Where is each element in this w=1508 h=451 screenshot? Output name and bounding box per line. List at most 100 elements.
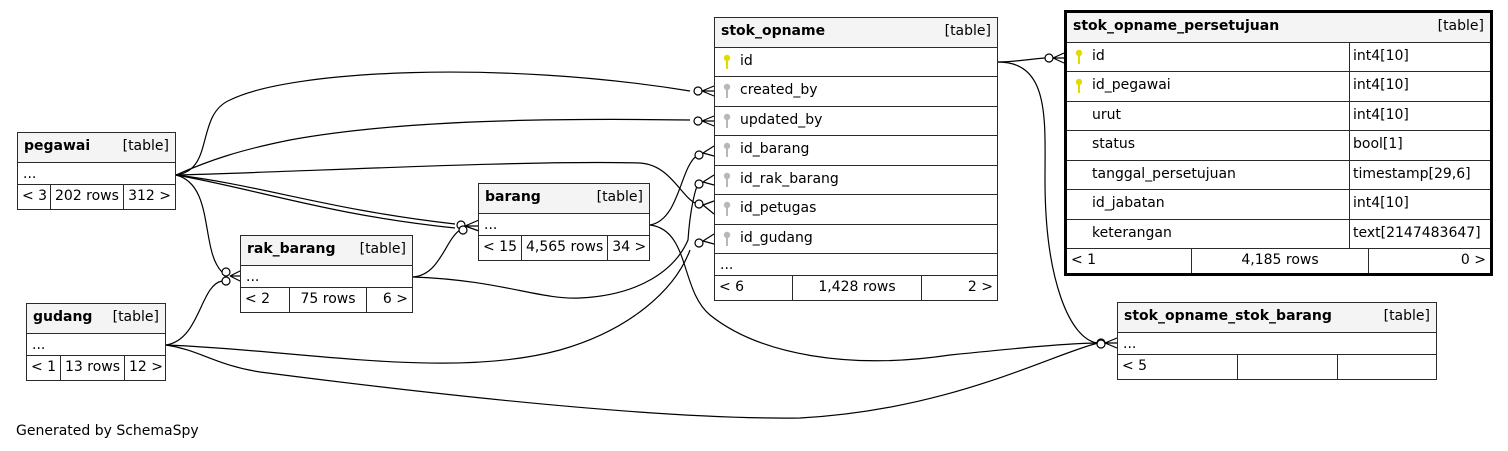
edge-barang-id_barang [649,154,699,226]
table-kind: [table] [122,138,169,154]
column-type: int4[10] [1349,190,1409,219]
generated-by-label: Generated by SchemaSpy [16,423,199,439]
column-row[interactable]: keterangan text[2147483647] [1067,219,1490,249]
column-row[interactable]: id_petugas [715,195,997,225]
column-name: id_pegawai [1092,77,1171,93]
foreign-key-icon [723,231,731,246]
column-name: id_rak_barang [740,170,839,187]
column-type: int4[10] [1349,42,1409,71]
table-kind: [table] [112,309,159,325]
children-count[interactable]: 2 > [921,276,997,300]
table-header: pegawai [table] [18,133,175,163]
column-type: bool[1] [1349,131,1403,160]
row-count: 202 rows [50,184,123,209]
parents-count[interactable]: < 1 [31,358,57,375]
more-columns[interactable]: ... [241,266,412,288]
column-name: id_petugas [740,200,817,216]
children-count[interactable] [1337,354,1436,379]
column-row[interactable]: id [715,48,997,77]
parents-count[interactable]: < 6 [719,279,745,295]
row-count: 75 rows [289,287,366,312]
children-count[interactable]: 6 > [366,287,412,312]
table-stok_opname[interactable]: stok_opname [table] id created_by update… [714,17,998,301]
children-count[interactable]: 34 > [607,235,650,260]
table-footer: < 3 202 rows 312 > [18,184,175,209]
row-count: 4,185 rows [1191,249,1368,273]
column-name: id [1092,47,1105,64]
children-count[interactable]: 12 > [124,355,167,380]
more-columns[interactable]: ... [18,163,175,185]
row-count: 13 rows [60,355,124,380]
more-columns[interactable]: ... [715,254,997,276]
column-row[interactable]: created_by [715,77,997,107]
edge-pegawai-rak_barang [175,174,223,273]
table-name: stok_opname [721,23,826,39]
table-footer: < 5 [1118,354,1436,379]
column-name: status [1092,136,1136,152]
column-name: keterangan [1092,224,1172,241]
foreign-key-icon [723,113,731,128]
foreign-key-icon [723,142,731,157]
table-barang[interactable]: barang [table] ... < 15 4,565 rows 34 > [478,183,650,261]
column-row[interactable]: id_jabatan int4[10] [1067,190,1490,220]
table-stok_opname_stok_barang[interactable]: stok_opname_stok_barang [table] ... < 5 [1117,302,1437,380]
table-kind: [table] [359,241,406,257]
children-count[interactable]: 312 > [123,184,175,209]
table-footer: < 6 1,428 rows 2 > [715,276,997,300]
table-rak_barang[interactable]: rak_barang [table] ... < 2 75 rows 6 > [240,235,413,313]
parents-count[interactable]: < 2 [245,290,271,307]
primary-key-icon [1075,78,1083,93]
row-count: 4,565 rows [521,235,607,260]
table-header: stok_opname_stok_barang [table] [1118,303,1436,333]
column-row[interactable]: id_rak_barang [715,166,997,195]
parents-count[interactable]: < 1 [1071,252,1097,268]
foreign-key-icon [723,201,731,216]
column-row[interactable]: status bool[1] [1067,131,1490,161]
column-row[interactable]: id_barang [715,136,997,166]
primary-key-icon [723,54,731,69]
edge-pegawai-updated_by [175,118,691,176]
table-name: gudang [33,309,93,325]
column-row[interactable]: id_gudang [715,225,997,254]
children-count[interactable]: 0 > [1368,249,1490,273]
column-name: updated_by [740,111,823,128]
table-name: barang [485,189,541,205]
parents-count[interactable]: < 15 [483,238,517,255]
column-name: id_jabatan [1092,195,1165,211]
table-pegawai[interactable]: pegawai [table] ... < 3 202 rows 312 > [17,132,176,210]
foreign-key-icon [723,172,731,187]
edge-gudang-rak_barang [165,280,223,346]
column-type: timestamp[29,6] [1349,160,1471,189]
table-name: rak_barang [247,241,336,257]
more-columns[interactable]: ... [1118,333,1436,355]
table-gudang[interactable]: gudang [table] ... < 1 13 rows 12 > [26,303,166,381]
more-columns[interactable]: ... [27,334,165,356]
column-name: id_gudang [740,229,813,246]
edge-rak_barang-barang [412,229,461,278]
row-count [1237,354,1337,379]
more-columns[interactable]: ... [479,214,649,236]
table-name: pegawai [24,138,91,154]
table-footer: < 15 4,565 rows 34 > [479,235,650,260]
parents-count[interactable]: < 5 [1122,357,1148,374]
column-name: tanggal_persetujuan [1092,165,1236,182]
table-stok_opname_persetujuan[interactable]: stok_opname_persetujuan [table] id int4[… [1064,10,1493,276]
column-row[interactable]: id_pegawai int4[10] [1067,72,1490,102]
column-row[interactable]: tanggal_persetujuan timestamp[29,6] [1067,160,1490,190]
column-type: text[2147483647] [1349,219,1481,248]
foreign-key-icon [723,83,731,98]
edge-stok_opname-persetujuan [997,57,1046,63]
table-name: stok_opname_stok_barang [1124,308,1332,324]
table-header: stok_opname_persetujuan [table] [1067,13,1490,43]
table-footer: < 2 75 rows 6 > [241,287,412,312]
column-name: id_barang [740,141,810,157]
parents-count[interactable]: < 3 [22,187,48,204]
table-header: rak_barang [table] [241,236,412,266]
table-header: stok_opname [table] [715,18,997,48]
column-row[interactable]: urut int4[10] [1067,101,1490,131]
column-name: urut [1092,106,1121,123]
primary-key-icon [1075,49,1083,64]
column-name: created_by [740,82,818,98]
column-row[interactable]: updated_by [715,107,997,136]
column-row[interactable]: id int4[10] [1067,42,1490,72]
